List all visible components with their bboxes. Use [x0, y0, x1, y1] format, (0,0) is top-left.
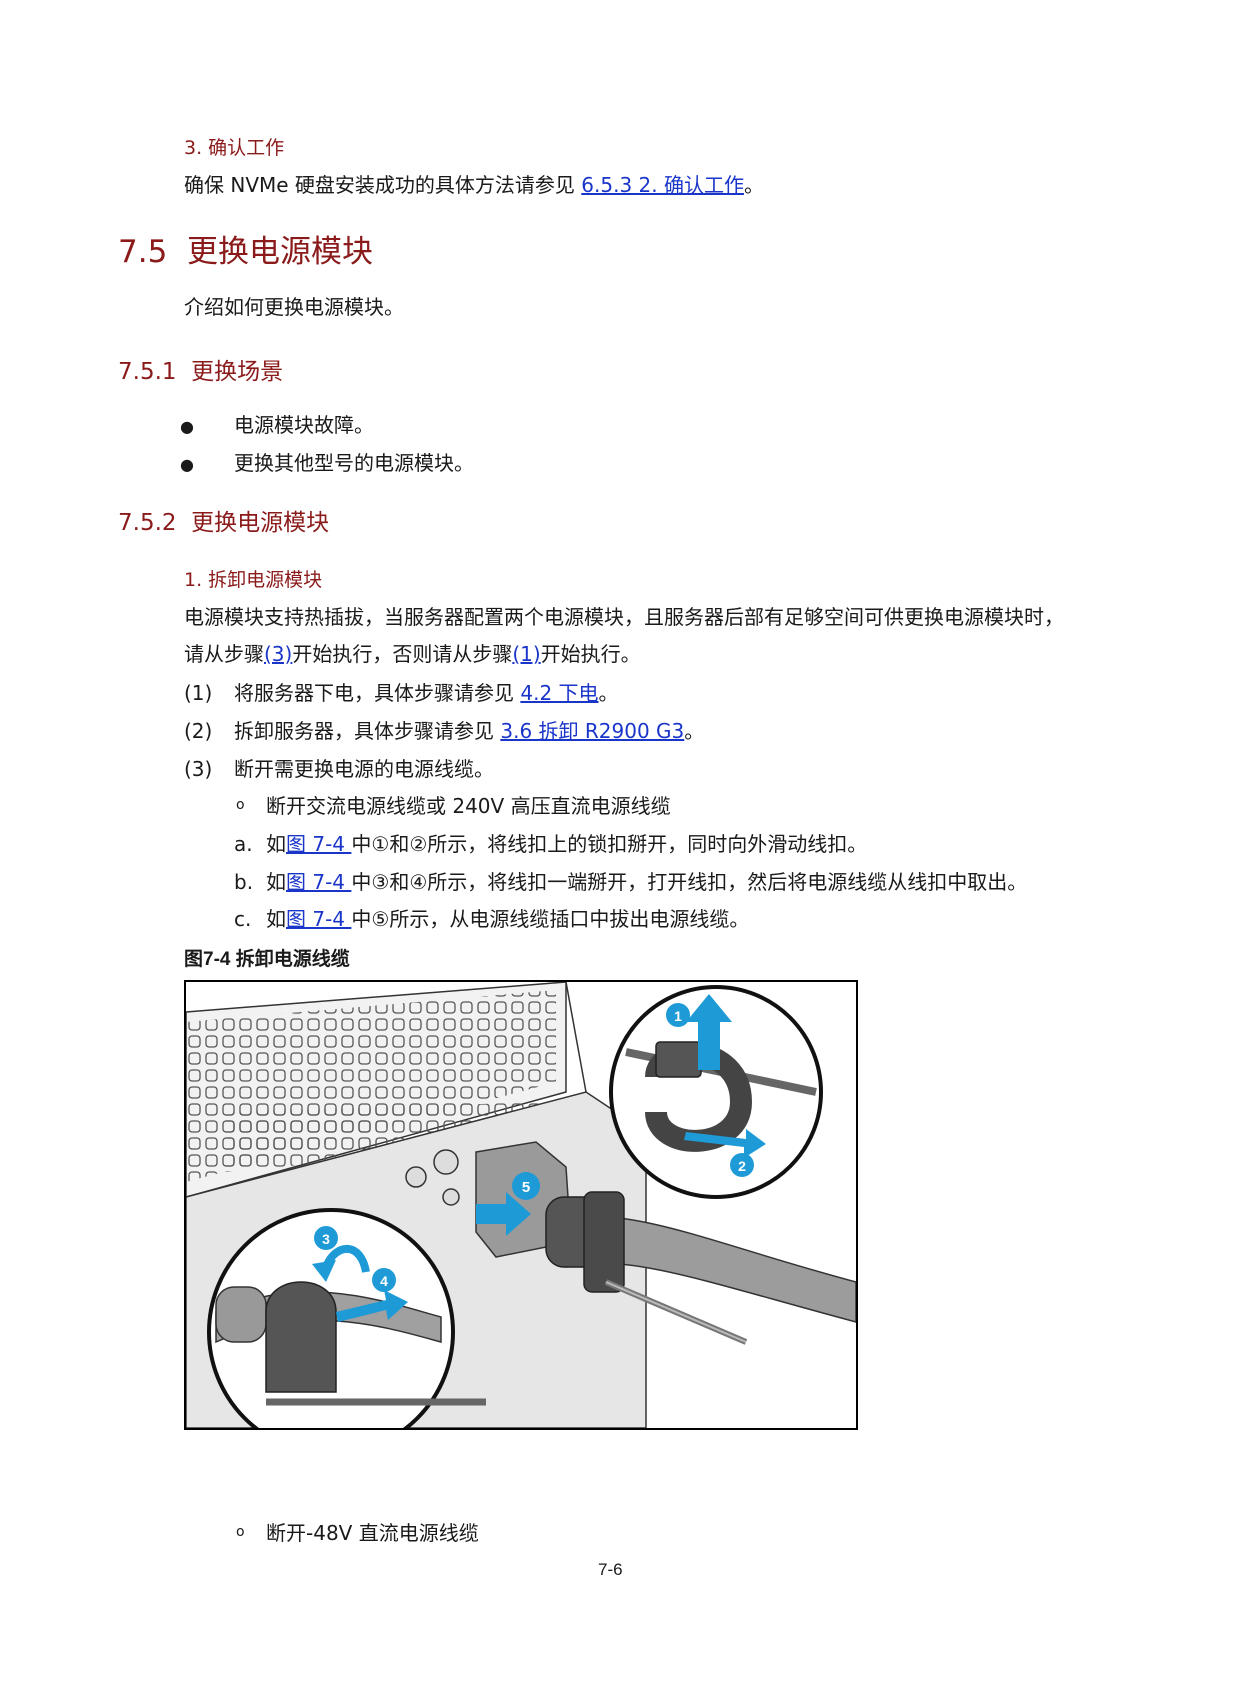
- callout-4: 4: [380, 1273, 388, 1289]
- confirm-text: 确保 NVMe 硬盘安装成功的具体方法请参见: [184, 173, 582, 197]
- detail-circle-3-4: 3 4: [207, 1208, 486, 1428]
- step-number: (1): [184, 681, 213, 705]
- power-cable-removal-figure: 5 1 2 3 4: [184, 980, 858, 1430]
- substep-letter: b.: [234, 870, 254, 894]
- section-7-5-1-heading: 7.5.1 更换场景: [118, 359, 284, 385]
- arrow-5: 5: [476, 1172, 540, 1236]
- link-step-3[interactable]: (3): [264, 642, 293, 666]
- remove-psu-heading: 1. 拆卸电源模块: [184, 569, 323, 591]
- step-text: 断开需更换电源的电源线缆。: [234, 757, 494, 781]
- link-figure-7-4[interactable]: 图 7-4: [286, 907, 352, 931]
- figure-caption: 图7-4 拆卸电源线缆: [184, 949, 350, 970]
- link-6-5-3[interactable]: 6.5.3 2. 确认工作: [581, 173, 744, 197]
- section-7-5-2-heading: 7.5.2 更换电源模块: [118, 510, 330, 536]
- step-number: (2): [184, 719, 213, 743]
- callout-3: 3: [322, 1231, 330, 1247]
- link-figure-7-4[interactable]: 图 7-4: [286, 870, 352, 894]
- substep-letter: a.: [234, 832, 253, 856]
- page-number: 7-6: [598, 1560, 623, 1579]
- bullet-icon: ●: [180, 455, 194, 474]
- substep-text: 如图 7-4 中⑤所示，从电源线缆插口中拔出电源线缆。: [266, 907, 750, 931]
- confirm-paragraph: 确保 NVMe 硬盘安装成功的具体方法请参见 6.5.3 2. 确认工作。: [184, 173, 764, 197]
- link-remove-server[interactable]: 3.6 拆卸 R2900 G3: [500, 719, 685, 743]
- link-figure-7-4[interactable]: 图 7-4: [286, 832, 352, 856]
- hot-swap-paragraph-line1: 电源模块支持热插拔，当服务器配置两个电源模块，且服务器后部有足够空间可供更换电源…: [184, 605, 1064, 629]
- list-item: 更换其他型号的电源模块。: [234, 451, 474, 475]
- callout-5: 5: [522, 1179, 530, 1196]
- step-number: (3): [184, 757, 213, 781]
- circle-bullet-icon: o: [236, 797, 245, 813]
- link-power-off[interactable]: 4.2 下电: [520, 681, 599, 705]
- power-cable: [475, 1141, 856, 1345]
- step-text: 拆卸服务器，具体步骤请参见 3.6 拆卸 R2900 G3。: [234, 719, 705, 743]
- hot-swap-paragraph-line2: 请从步骤(3)开始执行，否则请从步骤(1)开始执行。: [184, 642, 641, 666]
- sub-bullet-dc: 断开-48V 直流电源线缆: [266, 1521, 479, 1545]
- callout-2: 2: [738, 1158, 746, 1174]
- substep-text: 如图 7-4 中①和②所示，将线扣上的锁扣掰开，同时向外滑动线扣。: [266, 832, 868, 856]
- link-step-1[interactable]: (1): [512, 642, 541, 666]
- step-text: 将服务器下电，具体步骤请参见 4.2 下电。: [234, 681, 619, 705]
- confirm-heading: 3. 确认工作: [184, 137, 285, 159]
- section-7-5-heading: 7.5 更换电源模块: [118, 234, 374, 270]
- illustration: 5 1 2 3 4: [186, 982, 856, 1428]
- detail-circle-1-2: 1 2: [609, 985, 823, 1199]
- bullet-icon: ●: [180, 417, 194, 436]
- callout-1: 1: [674, 1008, 682, 1024]
- substep-letter: c.: [234, 907, 252, 931]
- section-7-5-intro: 介绍如何更换电源模块。: [184, 295, 404, 319]
- sub-bullet-ac: 断开交流电源线缆或 240V 高压直流电源线缆: [266, 794, 671, 818]
- circle-bullet-icon: o: [236, 1524, 245, 1540]
- substep-text: 如图 7-4 中③和④所示，将线扣一端掰开，打开线扣，然后将电源线缆从线扣中取出…: [266, 870, 1028, 894]
- list-item: 电源模块故障。: [234, 413, 374, 437]
